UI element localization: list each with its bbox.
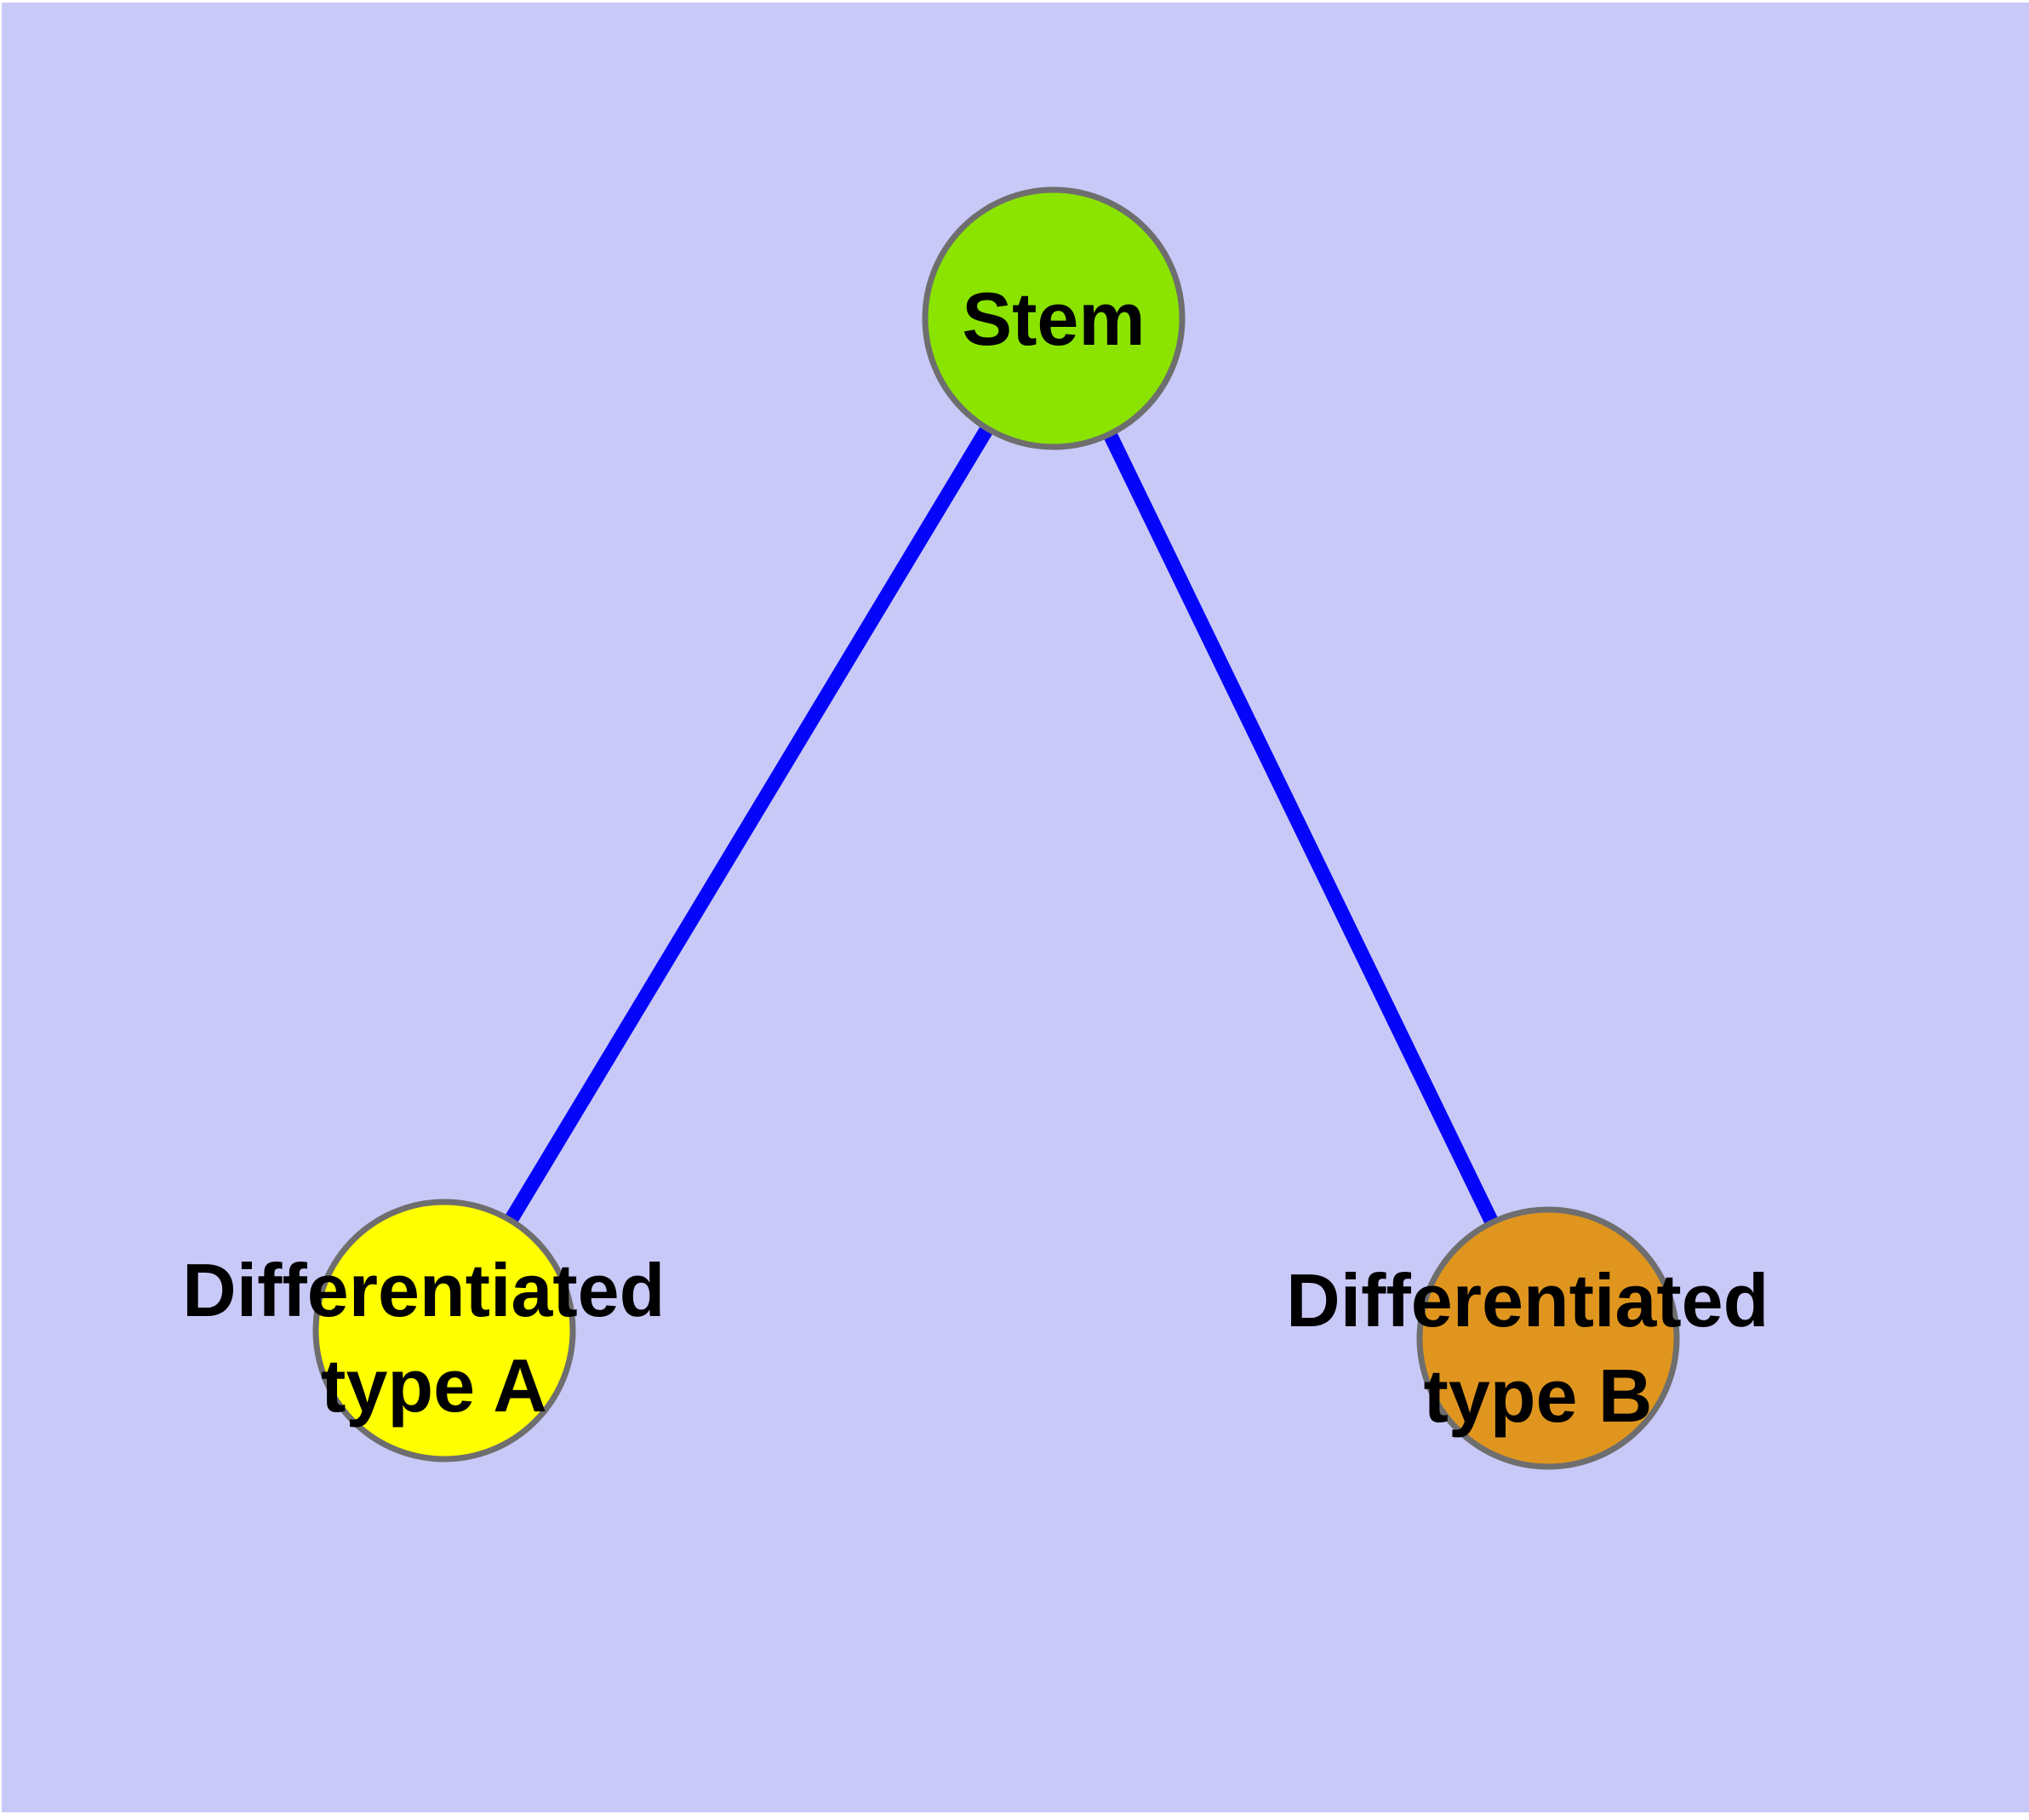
edge-stem-to-type-a <box>437 314 1060 1335</box>
label-line-1: Differentiated <box>1286 1258 1769 1342</box>
node-stem-label: Stem <box>962 277 1145 361</box>
node-differentiated-type-a <box>312 1199 576 1462</box>
node-differentiated-type-b-label: Differentiated type B <box>1286 1258 1790 1438</box>
edge-stem-to-type-b <box>1047 315 1555 1342</box>
node-stem <box>922 186 1186 450</box>
node-differentiated-type-a-label: Differentiated type A <box>182 1248 686 1428</box>
label-line-2: type B <box>1424 1354 1653 1438</box>
node-differentiated-type-b <box>1416 1206 1680 1470</box>
label-line-1: Differentiated <box>182 1248 665 1332</box>
label-line-2: type A <box>321 1343 547 1428</box>
